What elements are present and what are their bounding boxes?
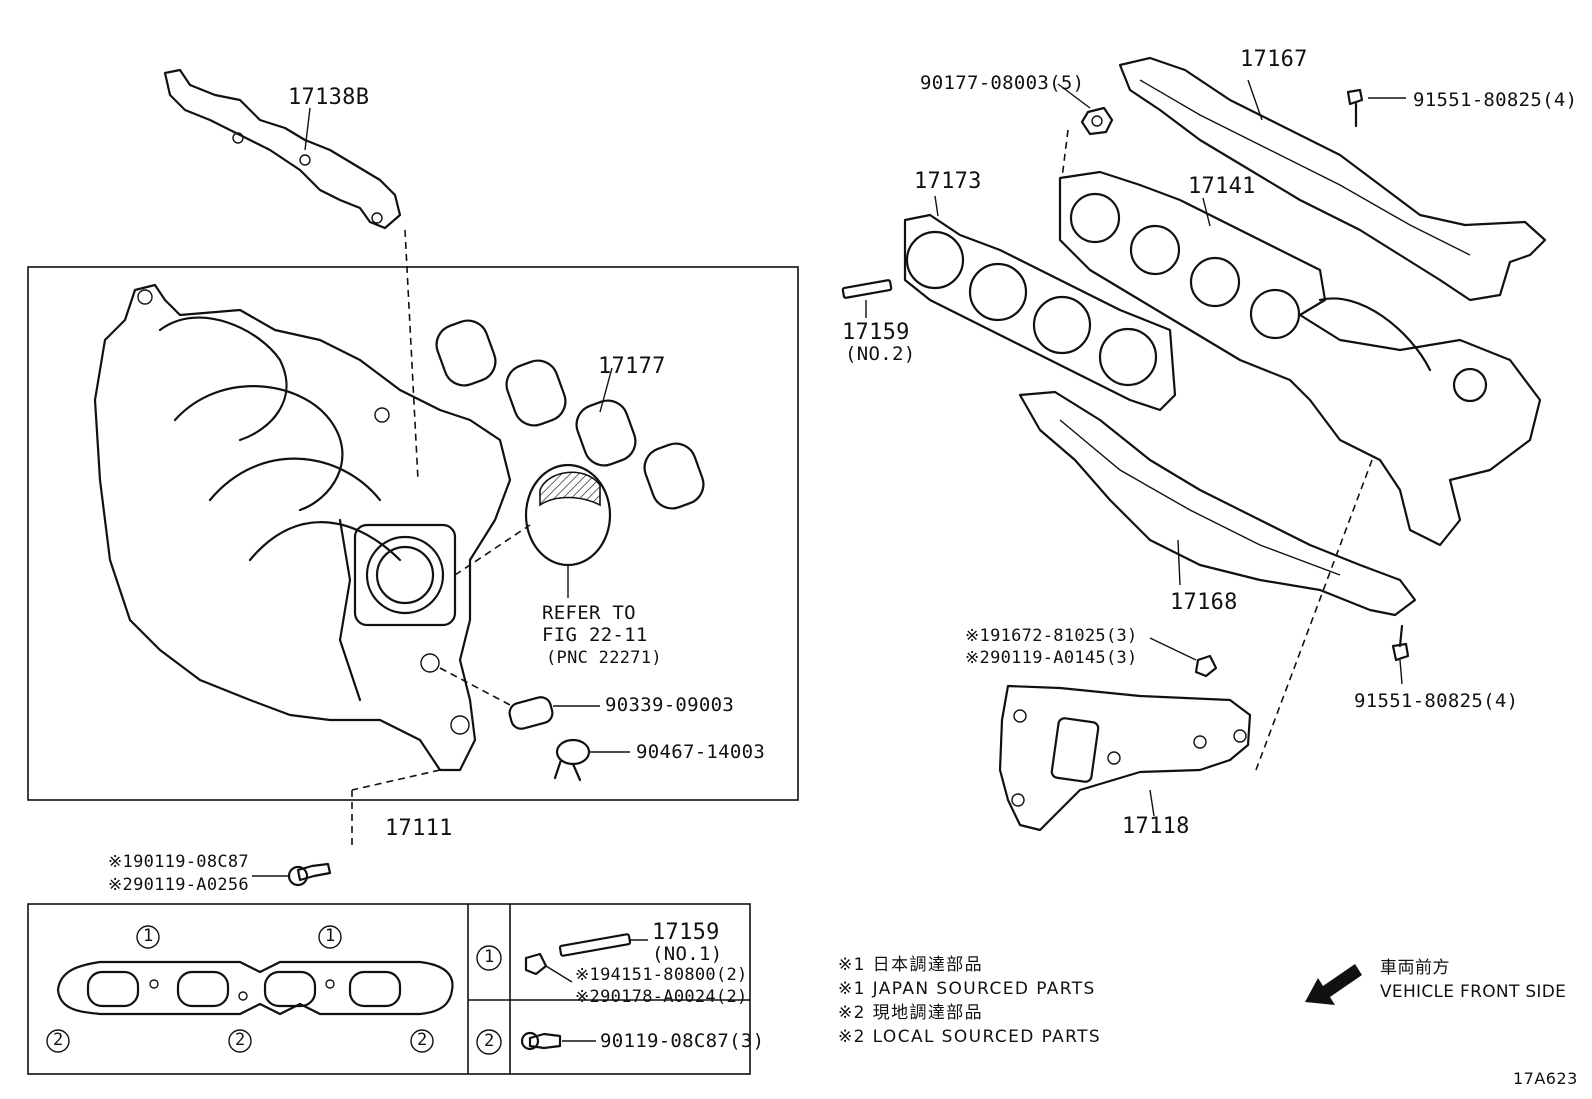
label-17173: 17173	[914, 169, 982, 194]
label-17159-no2: 17159	[842, 320, 910, 345]
note-1-jp: ※1 日本調達部品	[838, 955, 984, 975]
gasket-17177-shape	[435, 319, 705, 510]
label-17118: 17118	[1122, 814, 1190, 839]
bolt-91672	[1194, 654, 1218, 678]
circle-label-2b: 2	[235, 1030, 246, 1050]
label-17141: 17141	[1188, 174, 1256, 199]
note-2-en: ※2 LOCAL SOURCED PARTS	[838, 1027, 1102, 1047]
label-17159-no1-sub: (NO.1)	[652, 943, 723, 965]
direction-en: VEHICLE FRONT SIDE	[1380, 982, 1567, 1002]
label-91672: ※191672-81025(3)	[965, 626, 1138, 646]
bracket-17118	[998, 684, 1252, 832]
label-90119-08c87-3: 90119-08C87(3)	[600, 1030, 765, 1052]
circle-label-1b: 1	[325, 926, 336, 946]
legend-gasket-shape	[56, 960, 454, 1016]
label-90177: 90177-08003(5)	[920, 72, 1085, 94]
refer-line-2: FIG 22-11	[542, 624, 648, 646]
circle-label-2c: 2	[417, 1030, 428, 1050]
label-90178: ※290178-A0024(2)	[575, 987, 748, 1007]
label-90119-a0145: ※290119-A0145(3)	[965, 648, 1138, 668]
label-90339: 90339-09003	[605, 694, 735, 716]
label-17177: 17177	[598, 354, 666, 379]
label-17159-no1: 17159	[652, 920, 720, 945]
circle-markers	[46, 925, 502, 1055]
circle-label-1a: 1	[143, 926, 154, 946]
nut-90177	[1080, 106, 1114, 136]
label-90119-a0256: ※290119-A0256	[108, 875, 249, 895]
label-17159-no2-sub: (NO.2)	[845, 343, 916, 365]
stud-17159-no2	[841, 279, 893, 299]
bolt-90119-08c87	[296, 862, 332, 882]
exhaust-manifold-17141	[1058, 170, 1542, 547]
circle-label-2a: 2	[53, 1030, 64, 1050]
label-94151: ※194151-80800(2)	[575, 965, 748, 985]
circle-label-1c: 1	[484, 947, 495, 967]
note-2-jp: ※2 現地調達部品	[838, 1003, 984, 1023]
heat-insulator-17168	[1018, 390, 1417, 617]
intake-manifold-frame	[27, 266, 799, 801]
bracket-17138b-shape	[163, 68, 402, 230]
refer-line-3: (PNC 22271)	[546, 648, 662, 668]
gasket-17173-shape	[903, 213, 1177, 412]
label-17168: 17168	[1170, 590, 1238, 615]
label-90467: 90467-14003	[636, 741, 766, 763]
label-17111: 17111	[385, 816, 453, 841]
note-1-en: ※1 JAPAN SOURCED PARTS	[838, 979, 1096, 999]
label-91551-bottom: 91551-80825(4)	[1354, 690, 1519, 712]
vehicle-front-arrow-icon	[1305, 964, 1362, 1005]
label-17138b: 17138B	[288, 85, 370, 110]
heat-insulator-17167	[1118, 56, 1547, 302]
figure-code: 17A623	[1513, 1069, 1578, 1088]
direction-jp: 車両前方	[1380, 958, 1450, 978]
sleeve-90339	[508, 696, 554, 730]
label-90119-08c87: ※190119-08C87	[108, 852, 249, 872]
intake-manifold-body	[93, 283, 512, 772]
circle-label-2d: 2	[484, 1031, 495, 1051]
legend-box	[27, 903, 751, 1075]
label-17167: 17167	[1240, 47, 1308, 72]
refer-line-1: REFER TO	[542, 602, 636, 624]
label-91551-top: 91551-80825(4)	[1413, 89, 1578, 111]
